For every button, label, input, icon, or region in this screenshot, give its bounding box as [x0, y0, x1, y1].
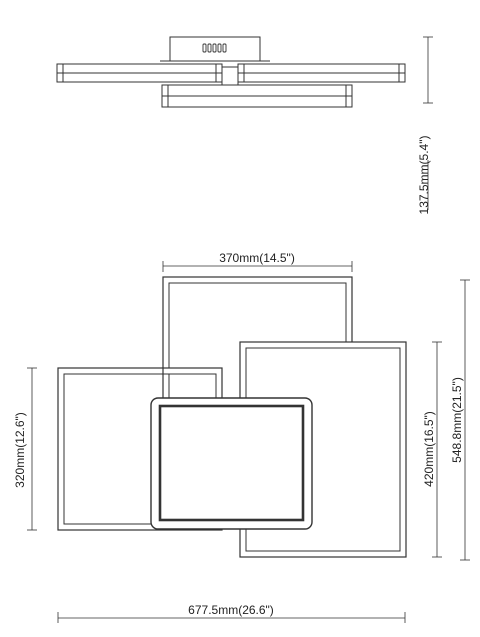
left-height-dimension: [27, 367, 37, 531]
right-inner-height-dimension: [432, 341, 442, 558]
right-outer-height-label: 548.8mm(21.5"): [450, 377, 464, 463]
right-outer-height-dimension: [460, 279, 470, 561]
total-width-label: 677.5mm(26.6"): [188, 603, 274, 617]
frame-front-panel: [158, 404, 305, 522]
top-width-dimension: [162, 261, 353, 272]
top-width-label: 370mm(14.5"): [219, 251, 295, 265]
height-dimension: [423, 36, 433, 210]
side-connector: [221, 66, 239, 86]
frame-front: [150, 397, 313, 530]
top-view: [57, 276, 407, 558]
height-label: 137.5mm(5.4"): [417, 136, 431, 215]
side-view: [56, 36, 406, 108]
left-height-label: 320mm(12.6"): [13, 412, 27, 488]
right-inner-height-label: 420mm(16.5"): [422, 411, 436, 487]
canopy-vents: [202, 43, 227, 53]
canopy: [169, 36, 261, 62]
total-width-dimension: [57, 612, 406, 623]
